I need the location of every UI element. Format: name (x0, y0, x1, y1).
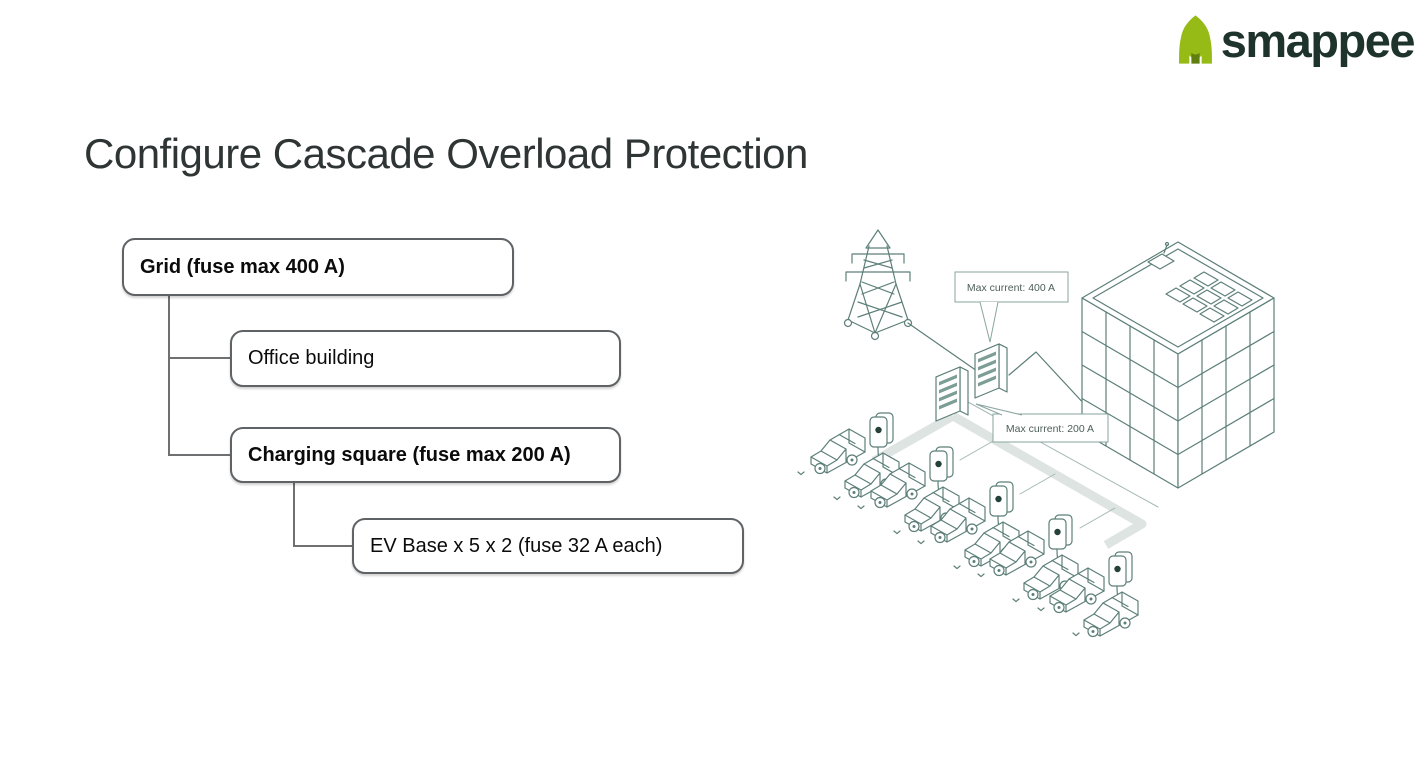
cascade-illustration: Max current: 400 A Max current: 200 A (797, 229, 1275, 638)
tree-node-grid-label: Grid (fuse max 400 A) (140, 255, 345, 278)
grid-wire (907, 322, 978, 372)
tree-node-ev-base-label: EV Base x 5 x 2 (fuse 32 A each) (370, 534, 663, 557)
smappee-house-icon (1178, 15, 1212, 64)
callout-max-current-200-label: Max current: 200 A (1006, 423, 1094, 435)
tree-node-charging-square: Charging square (fuse max 200 A) (230, 427, 621, 483)
tree-node-grid: Grid (fuse max 400 A) (122, 238, 514, 296)
callout-max-current-400: Max current: 400 A (954, 271, 1069, 343)
callout-max-current-200: Max current: 200 A (975, 403, 1109, 443)
building-wire (1008, 351, 1088, 408)
tree-node-office-building-label: Office building (248, 347, 375, 369)
page-title: Configure Cascade Overload Protection (84, 130, 808, 177)
tree-connector (168, 357, 230, 359)
rooftop-unit (1147, 253, 1175, 270)
tree-node-office-building: Office building (230, 330, 621, 387)
smappee-logo: smappee (1177, 13, 1416, 67)
tree-connector (168, 296, 170, 456)
direction-arrows (797, 471, 1080, 637)
tree-node-charging-square-label: Charging square (fuse max 200 A) (248, 443, 571, 466)
fuse-cabinet-grid-400a (974, 343, 1008, 399)
office-building-illustration (1081, 241, 1275, 489)
transmission-tower (843, 229, 913, 341)
tree-connector (293, 483, 295, 546)
tree-node-ev-base: EV Base x 5 x 2 (fuse 32 A each) (352, 518, 744, 574)
tree-connector (168, 454, 230, 456)
smappee-logo-text: smappee (1220, 13, 1416, 67)
tree-connector (293, 545, 352, 547)
callout-max-current-400-label: Max current: 400 A (967, 282, 1055, 294)
fuse-cabinet-charging-200a (935, 366, 969, 422)
